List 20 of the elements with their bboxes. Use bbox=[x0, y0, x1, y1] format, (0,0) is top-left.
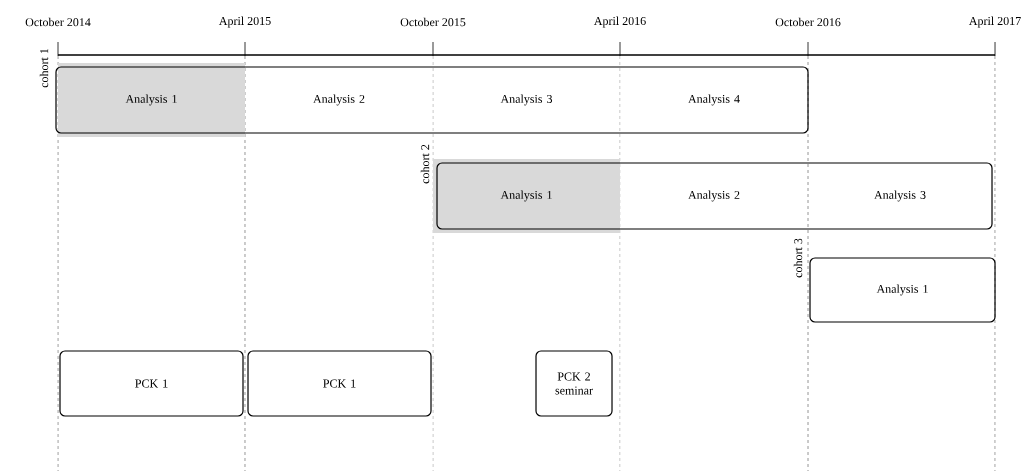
course-box: PCK 1 bbox=[247, 350, 432, 417]
shaded-segment: Analysis 1 bbox=[58, 63, 245, 137]
phase-label: Analysis 2 bbox=[688, 190, 740, 202]
date-label: April 2017 bbox=[968, 16, 1021, 28]
cohort-bar: Analysis 1 bbox=[809, 257, 996, 323]
phase-label: Analysis 3 bbox=[874, 190, 926, 202]
date-label: April 2015 bbox=[218, 16, 271, 28]
course-box: PCK 1 bbox=[59, 350, 244, 417]
phase-label: Analysis 4 bbox=[688, 94, 740, 106]
date-label: October 2016 bbox=[775, 17, 841, 27]
date-label: October 2014 bbox=[25, 17, 91, 27]
cohort-label: cohort 2 bbox=[420, 144, 430, 184]
date-label: October 2015 bbox=[400, 17, 466, 27]
shaded-segment: Analysis 1 bbox=[433, 159, 620, 233]
phase-label: Analysis 3 bbox=[500, 94, 553, 106]
date-label: April 2016 bbox=[593, 16, 646, 28]
course-box: PCK 2 seminar bbox=[535, 350, 613, 417]
phase-label: Analysis 2 bbox=[313, 94, 365, 106]
cohort-label: cohort 1 bbox=[39, 48, 49, 88]
cohort-label: cohort 3 bbox=[793, 238, 803, 278]
